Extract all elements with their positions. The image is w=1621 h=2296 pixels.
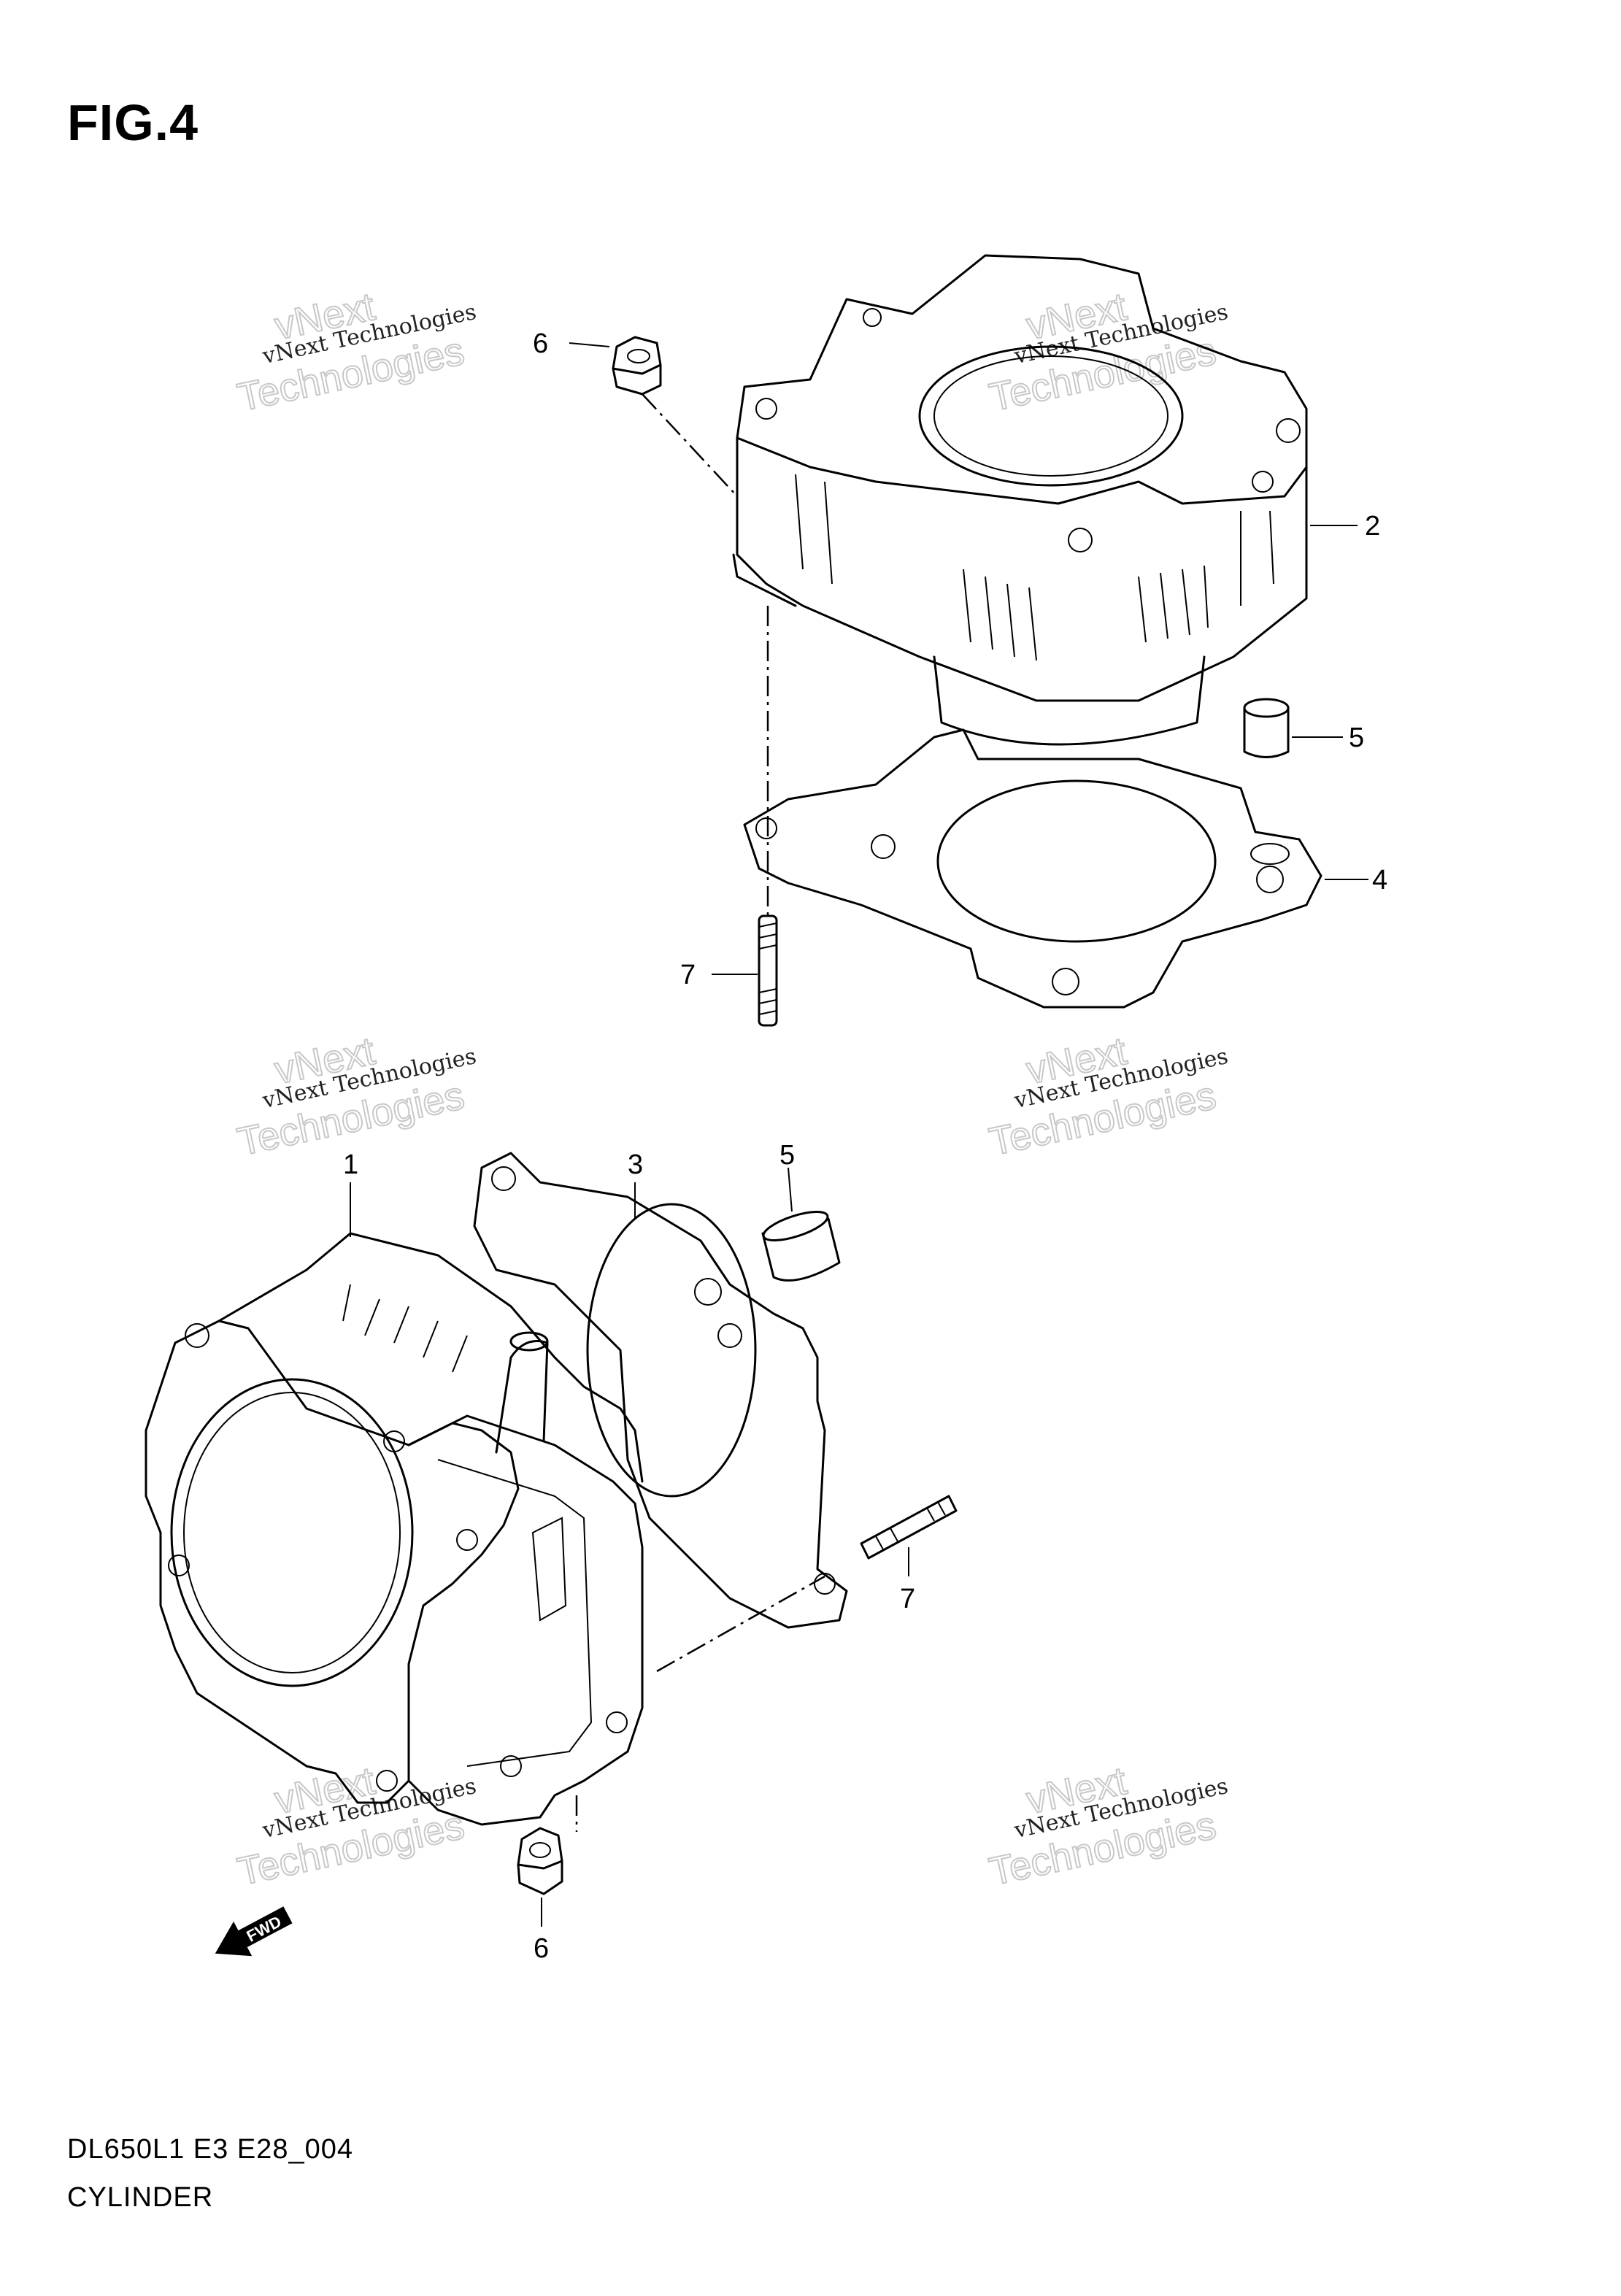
- callout-bottom-stud: 7: [900, 1584, 915, 1614]
- bottom-gasket-part: [473, 1152, 848, 1629]
- callout-bottom-cylinder: 1: [343, 1149, 358, 1180]
- forward-direction-arrow: FWD: [215, 1906, 293, 1957]
- top-cylinder-part: [732, 254, 1308, 746]
- callout-top-gasket: 4: [1372, 865, 1387, 895]
- callout-bottom-gasket: 3: [628, 1149, 643, 1180]
- watermark-bottom-right: vNext Technologies vNext Technologies: [985, 1758, 1230, 1895]
- callout-top-stud: 7: [680, 960, 696, 990]
- top-assembly-centreline: [642, 393, 769, 916]
- watermark-top-right: vNext Technologies vNext Technologies: [985, 284, 1230, 420]
- watermark-bottom-left: vNext Technologies vNext Technologies: [233, 1758, 478, 1895]
- watermark-top-left: vNext Technologies vNext Technologies: [233, 284, 478, 420]
- bottom-assembly-centreline: [575, 1575, 825, 1832]
- model-code: DL650L1 E3 E28_004: [67, 2134, 353, 2165]
- figure-title: FIG.4: [67, 94, 199, 151]
- top-nut-part: [612, 336, 662, 396]
- callout-top-nut: 6: [533, 328, 548, 359]
- watermark-mid-right: vNext Technologies vNext Technologies: [985, 1028, 1230, 1165]
- section-name: CYLINDER: [67, 2182, 214, 2213]
- bottom-stud-part: [860, 1495, 958, 1560]
- callout-top-dowel: 5: [1349, 723, 1364, 753]
- callout-bottom-nut: 6: [534, 1933, 549, 1964]
- bottom-nut-part: [517, 1827, 563, 1895]
- callout-top-cylinder: 2: [1365, 511, 1380, 542]
- top-gasket-part: [743, 728, 1322, 1009]
- bottom-cylinder-part: [145, 1232, 644, 1826]
- callout-bottom-dowel: 5: [779, 1140, 795, 1171]
- top-stud-part: [758, 914, 778, 1027]
- watermark-mid-left: vNext Technologies vNext Technologies: [233, 1028, 478, 1165]
- leader-lines: [350, 342, 1368, 1927]
- top-dowel-part: [1243, 698, 1290, 758]
- bottom-dowel-part: [761, 1211, 841, 1282]
